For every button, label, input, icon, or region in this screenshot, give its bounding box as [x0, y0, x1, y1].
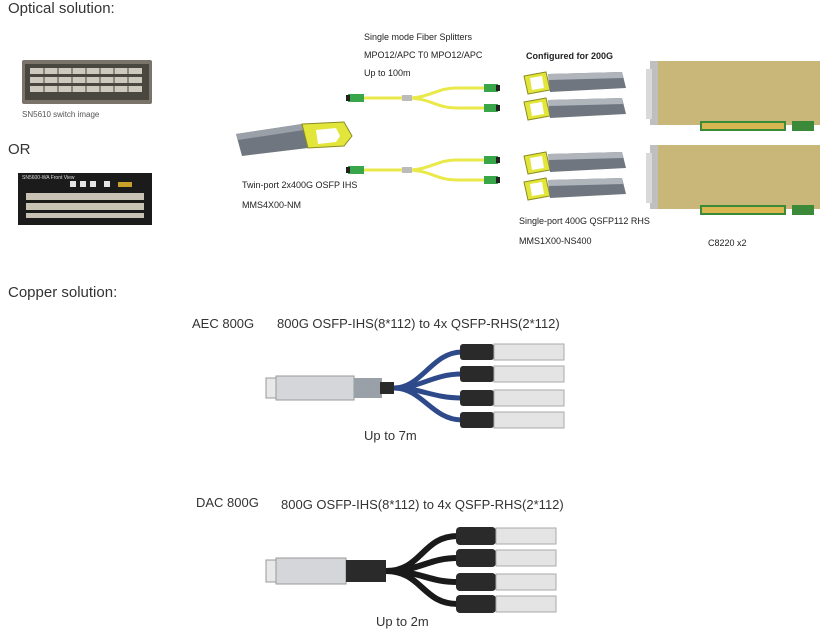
- dac-label: DAC 800G: [196, 495, 259, 510]
- aec-range: Up to 7m: [364, 428, 417, 443]
- splitter-title: Single mode Fiber Splitters: [364, 32, 473, 42]
- switch-sn5600-image: [18, 173, 152, 225]
- nic-card-2: [646, 145, 820, 215]
- aec-cable-assembly: [265, 343, 565, 429]
- fiber-splitter-cable-1: [346, 84, 500, 112]
- splitter-range: Up to 100m: [364, 68, 411, 78]
- qsfp112-transceiver-2: [523, 97, 626, 121]
- nic-card-1: [646, 61, 820, 131]
- twinport-osfp-transceiver: [236, 121, 353, 156]
- twinport-label: Twin-port 2x400G OSFP IHS: [242, 180, 358, 190]
- dac-spec: 800G OSFP-IHS(8*112) to 4x QSFP-RHS(2*11…: [281, 497, 564, 512]
- or-label: OR: [8, 141, 31, 158]
- dac-cable-assembly: [265, 527, 557, 613]
- nic-caption: C8220 x2: [708, 238, 747, 248]
- aec-spec: 800G OSFP-IHS(8*112) to 4x QSFP-RHS(2*11…: [277, 316, 560, 331]
- splitter-spec: MPO12/APC T0 MPO12/APC: [364, 50, 483, 60]
- copper-heading: Copper solution:: [8, 284, 118, 301]
- switch-sn5610-image: [22, 60, 152, 104]
- qsfp112-transceiver-3: [523, 151, 626, 175]
- qsfp112-transceiver-1: [523, 71, 626, 95]
- singleport-label: Single-port 400G QSFP112 RHS: [519, 216, 650, 226]
- aec-label: AEC 800G: [192, 316, 255, 331]
- fiber-splitter-cable-2: [346, 156, 500, 184]
- optical-heading: Optical solution:: [8, 0, 115, 17]
- qsfp112-transceiver-4: [523, 177, 626, 201]
- switch-sn5600-caption: SN5600-WA Front View: [22, 175, 75, 181]
- dac-range: Up to 2m: [376, 614, 429, 629]
- singleport-part-number: MMS1X00-NS400: [519, 236, 592, 246]
- configured-label: Configured for 200G: [526, 51, 614, 61]
- switch-sn5610-caption: SN5610 switch image: [22, 110, 100, 119]
- twinport-part-number: MMS4X00-NM: [242, 200, 302, 210]
